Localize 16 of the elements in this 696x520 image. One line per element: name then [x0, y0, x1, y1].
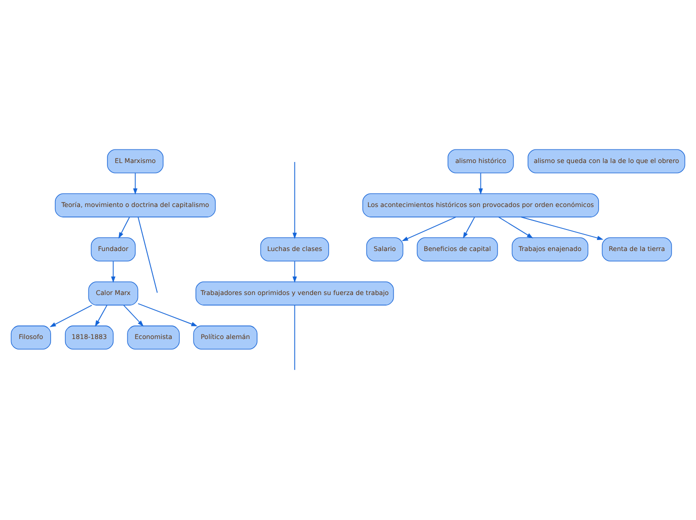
- connector: [138, 216, 158, 294]
- arrow: [402, 216, 456, 242]
- arrow: [50, 304, 92, 328]
- arrow: [478, 172, 483, 195]
- connector: [294, 304, 296, 370]
- arrow: [292, 162, 297, 239]
- arrow: [520, 216, 604, 240]
- arrow: [498, 216, 534, 238]
- arrow: [292, 260, 297, 283]
- arrow: [133, 172, 138, 195]
- arrow: [462, 216, 475, 239]
- arrow: [123, 304, 144, 327]
- arrow: [94, 304, 108, 327]
- arrow: [138, 303, 198, 326]
- arrow: [118, 216, 130, 239]
- arrow: [111, 260, 116, 283]
